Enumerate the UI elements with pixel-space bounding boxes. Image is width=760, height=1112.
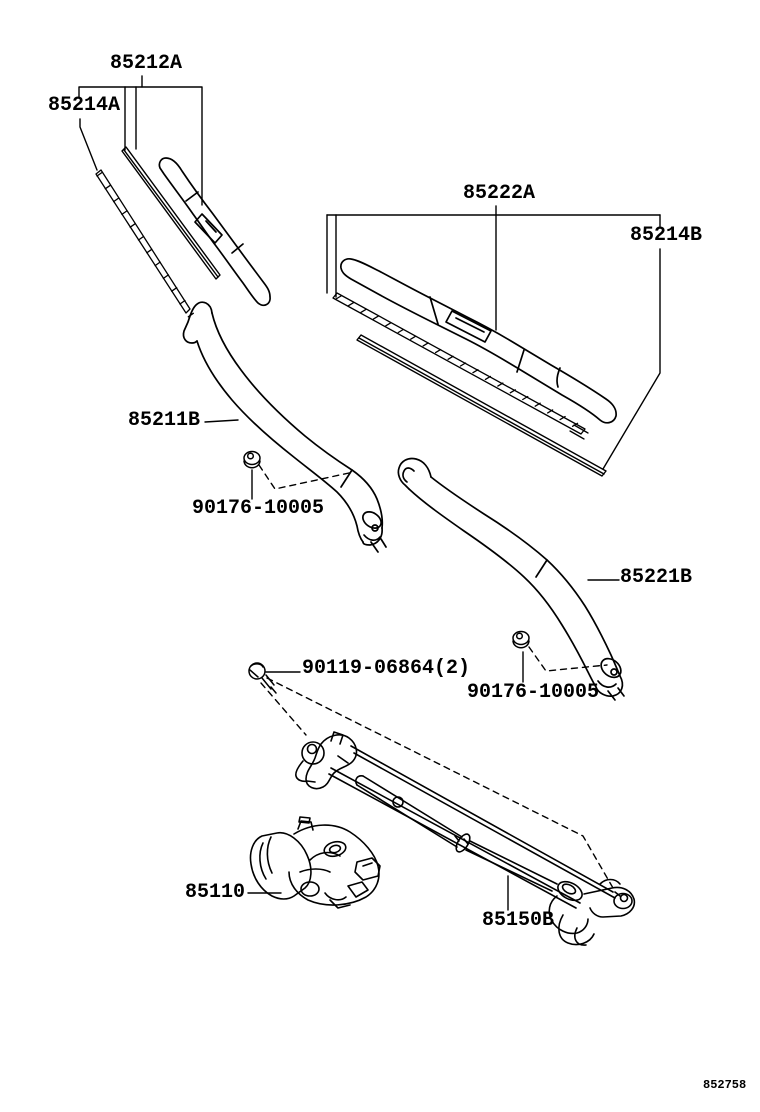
label-blade-right: 85222A — [463, 182, 536, 205]
blade-rail-left-drawing — [121, 146, 221, 280]
label-link: 85150B — [482, 909, 555, 932]
label-motor: 85110 — [185, 881, 246, 904]
label-arm-left: 85211B — [128, 409, 201, 432]
wiper-motor-drawing — [249, 816, 381, 909]
label-blade-left: 85212A — [110, 52, 183, 75]
blade-vertebra-right-drawing — [332, 292, 589, 440]
link-bolt-drawing — [248, 662, 277, 694]
arm-left-nut-drawing — [243, 450, 261, 469]
callout-lines — [78, 75, 661, 911]
blade-refill-right-drawing — [356, 334, 607, 477]
wiper-blade-right-drawing — [340, 258, 617, 424]
blade-refill-left-drawing — [95, 169, 194, 318]
label-blade-refill-right: 85214B — [630, 224, 703, 247]
wiper-arm-right-drawing — [397, 457, 625, 701]
label-arm-left-nut: 90176-10005 — [192, 497, 325, 520]
assembly-dashed-lines — [258, 464, 614, 889]
label-link-bolt: 90119-06864(2) — [302, 657, 471, 680]
figure-number: 852758 — [703, 1078, 747, 1092]
label-blade-refill-left: 85214A — [48, 94, 121, 117]
label-arm-right: 85221B — [620, 566, 693, 589]
wiper-blade-left-drawing — [158, 157, 271, 307]
wiper-arm-left-drawing — [182, 301, 387, 553]
label-arm-right-nut: 90176-10005 — [467, 681, 600, 704]
arm-right-nut-drawing — [512, 630, 530, 649]
wiper-link-drawing — [295, 731, 636, 946]
